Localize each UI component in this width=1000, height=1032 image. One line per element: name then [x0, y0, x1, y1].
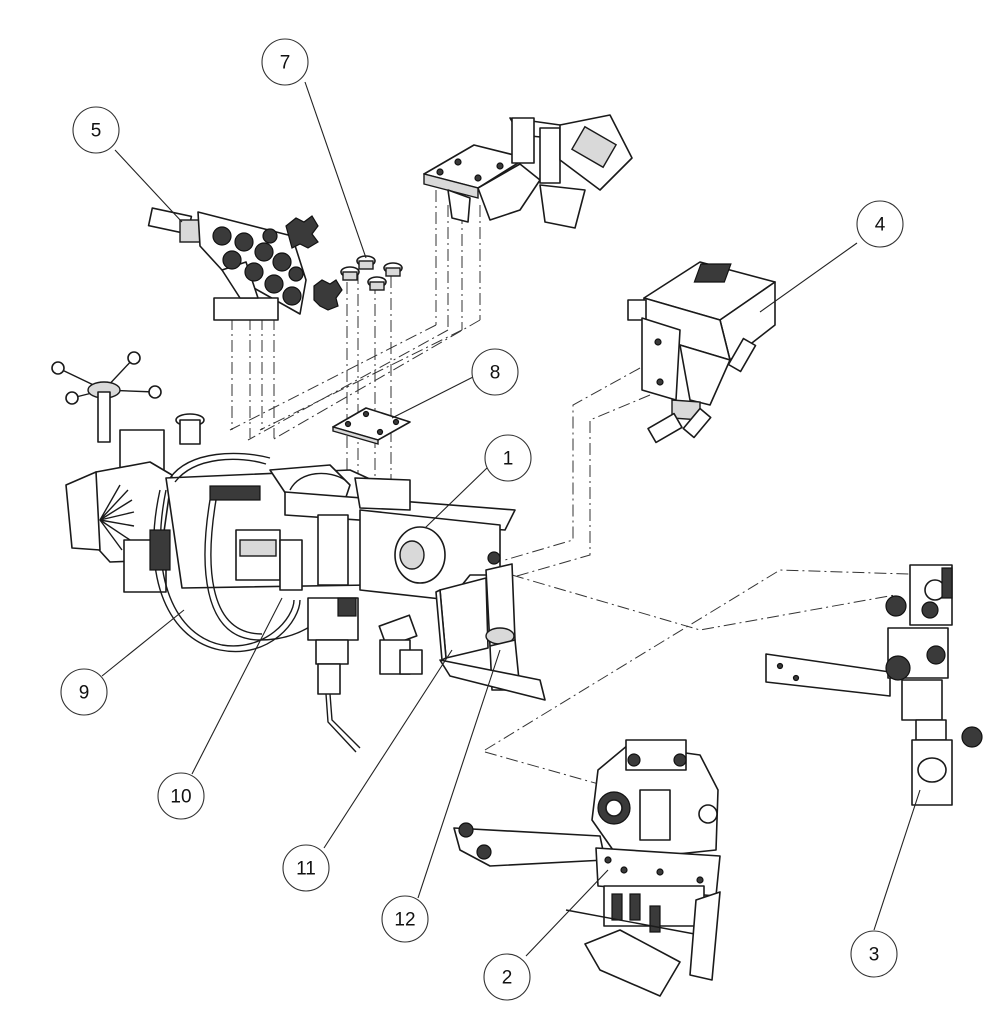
- callout-1-label: 1: [503, 449, 514, 470]
- callout-12-label: 12: [394, 910, 415, 931]
- part-5-wire-straightener: [147, 207, 343, 321]
- straightener-knobs: [285, 215, 343, 311]
- leader-lines: [101, 81, 921, 957]
- callout-9: 9: [60, 668, 108, 716]
- vent-grill: [99, 484, 135, 551]
- part-2-oscillator-unit: [453, 739, 721, 997]
- callout-2: 2: [483, 953, 531, 1001]
- callout-12: 12: [381, 895, 429, 943]
- callout-3-label: 3: [869, 945, 880, 966]
- callout-2-label: 2: [502, 968, 513, 989]
- part-12-bracket: [439, 563, 546, 701]
- callout-7: 7: [261, 38, 309, 86]
- callout-3: 3: [850, 930, 898, 978]
- upper-bracket-assembly: [423, 114, 633, 229]
- straightener-rollers: [212, 226, 304, 306]
- part-11-side-plate: [435, 577, 489, 661]
- callout-4: 4: [856, 200, 904, 248]
- part-8-mounting-plate: [332, 407, 411, 445]
- callout-11: 11: [282, 844, 330, 892]
- callout-7-label: 7: [280, 53, 291, 74]
- handwheel: [51, 351, 162, 443]
- callout-9-label: 9: [79, 683, 90, 704]
- callout-10: 10: [157, 772, 205, 820]
- callout-4-label: 4: [875, 215, 886, 236]
- callout-10-label: 10: [170, 787, 191, 808]
- callout-11-label: 11: [296, 859, 316, 880]
- callout-8-label: 8: [490, 363, 501, 384]
- part-3-torch-holder: [765, 564, 983, 806]
- callout-5: 5: [72, 106, 120, 154]
- callout-8: 8: [471, 348, 519, 396]
- callout-1: 1: [484, 434, 532, 482]
- assembly-guide-lines: [229, 190, 941, 791]
- callout-5-label: 5: [91, 121, 102, 142]
- part-7-nuts: [340, 255, 403, 291]
- part-1-main-carriage: [51, 351, 516, 753]
- part-4-control-box: [627, 261, 776, 444]
